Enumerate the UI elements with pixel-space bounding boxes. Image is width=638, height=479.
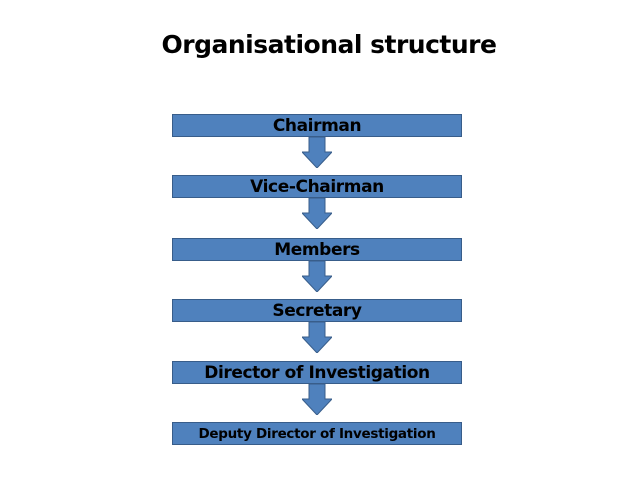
arrow-down-icon xyxy=(302,322,332,353)
diagram-title: Organisational structure xyxy=(161,30,497,59)
arrow-down-icon xyxy=(302,261,332,292)
arrow-down-icon xyxy=(302,384,332,415)
arrow-down-icon xyxy=(302,198,332,229)
node-secretary: Secretary xyxy=(172,299,462,322)
arrow-down-icon xyxy=(302,137,332,168)
node-members: Members xyxy=(172,238,462,261)
node-deputy-director-of-investigation: Deputy Director of Investigation xyxy=(172,422,462,445)
node-chairman: Chairman xyxy=(172,114,462,137)
node-director-of-investigation: Director of Investigation xyxy=(172,361,462,384)
node-vice-chairman: Vice-Chairman xyxy=(172,175,462,198)
